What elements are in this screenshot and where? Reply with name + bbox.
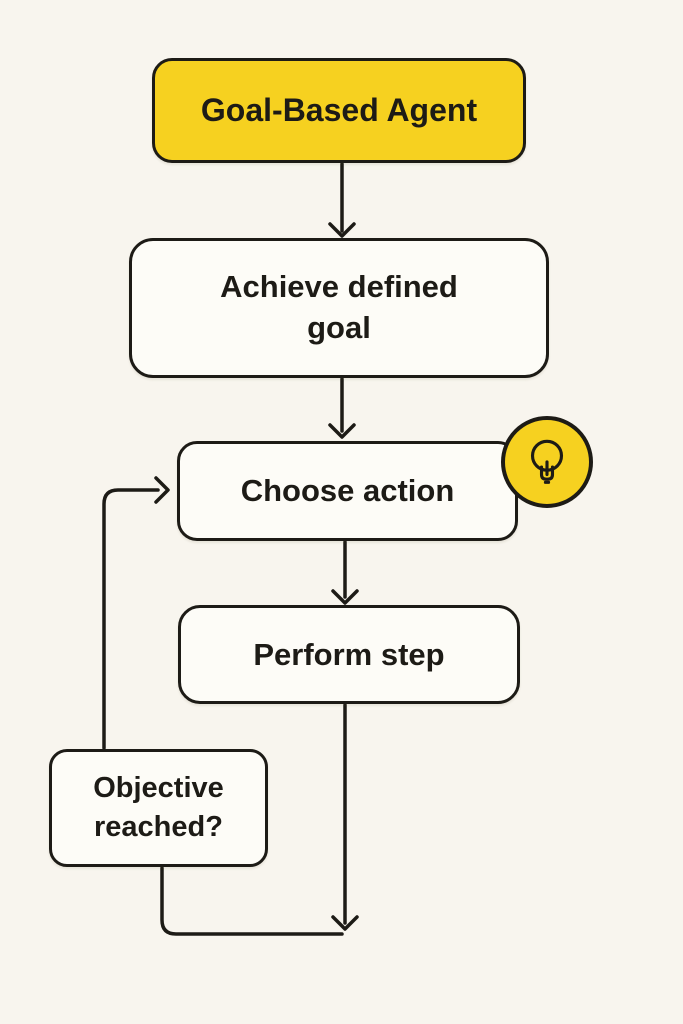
arrowhead-down-icon xyxy=(331,915,359,931)
arrowhead-down-icon xyxy=(328,423,356,439)
arrowhead-right-icon xyxy=(154,476,170,504)
edge-objective-to-merge xyxy=(160,866,344,936)
node-perform-label: Perform step xyxy=(253,636,445,672)
node-goal-label: Goal-Based Agent xyxy=(200,92,478,128)
lightbulb-badge xyxy=(501,416,593,508)
edge-objective-to-choose-loop xyxy=(102,488,160,750)
lightbulb-icon xyxy=(530,439,564,484)
node-objective-reached: Objective reached? xyxy=(49,749,268,867)
arrowhead-down-icon xyxy=(328,222,356,238)
node-goal-based-agent: Goal-Based Agent xyxy=(152,58,526,163)
node-objective-label: Objective reached? xyxy=(93,771,224,843)
node-choose-label: Choose action xyxy=(240,473,455,508)
arrowhead-down-icon xyxy=(331,589,359,605)
node-choose-action: Choose action xyxy=(177,441,518,541)
node-perform-step: Perform step xyxy=(178,605,520,704)
node-achieve-label: Achieve defined goal xyxy=(220,269,458,345)
node-achieve-defined-goal: Achieve defined goal xyxy=(129,238,549,378)
